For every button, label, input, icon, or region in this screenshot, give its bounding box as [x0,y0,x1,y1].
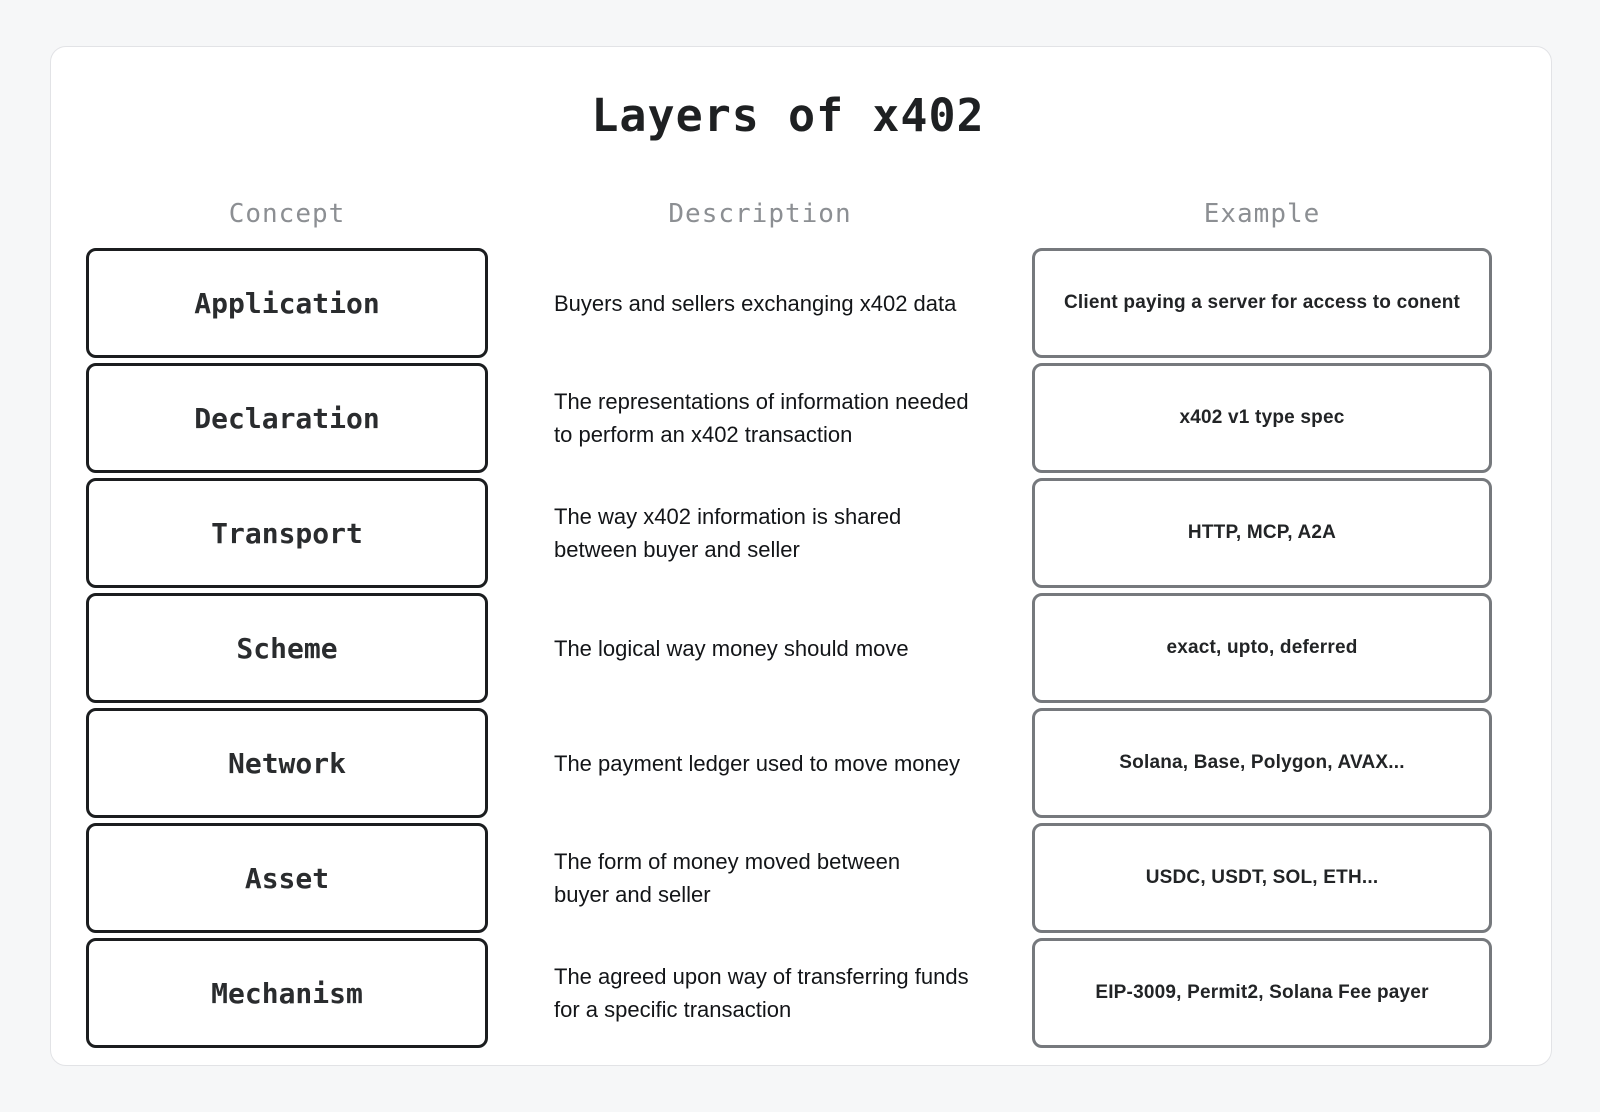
description-cell: The agreed upon way of transferring fund… [488,938,1032,1048]
description-text: Buyers and sellers exchanging x402 data [554,290,957,316]
description-cell: The form of money moved between buyer an… [488,823,1032,933]
description-cell: The way x402 information is shared betwe… [488,478,1032,588]
description-text: The way x402 information is shared betwe… [554,504,902,562]
concept-box-transport: Transport [86,478,488,588]
concept-label: Network [227,746,346,780]
diagram-card: Layers of x402 Concept Description Examp… [50,46,1552,1066]
description-cell: The representations of information neede… [488,363,1032,473]
description-text: The representations of information neede… [554,389,969,447]
example-label: EIP-3009, Permit2, Solana Fee payer [1095,982,1429,1003]
description-text: The form of money moved between buyer an… [554,849,901,907]
example-box-network: Solana, Base, Polygon, AVAX... [1032,708,1492,818]
example-label: x402 v1 type spec [1179,407,1345,428]
description-text: The payment ledger used to move money [554,750,961,776]
concept-box-scheme: Scheme [86,593,488,703]
concept-label: Scheme [236,631,338,665]
concept-label: Declaration [194,401,380,435]
example-box-scheme: exact, upto, deferred [1032,593,1492,703]
concept-box-network: Network [86,708,488,818]
layers-grid: Concept Description Example Application … [86,143,1492,1048]
description-cell: The logical way money should move [488,593,1032,703]
column-header-description: Description [668,199,852,229]
example-label: HTTP, MCP, A2A [1187,522,1337,543]
example-box-declaration: x402 v1 type spec [1032,363,1492,473]
example-label: Solana, Base, Polygon, AVAX... [1119,752,1405,773]
description-text: The agreed upon way of transferring fund… [554,964,969,1022]
example-label: USDC, USDT, SOL, ETH... [1145,867,1379,888]
example-box-mechanism: EIP-3009, Permit2, Solana Fee payer [1032,938,1492,1048]
example-label: Client paying a server for access to con… [1063,292,1461,313]
column-header-concept: Concept [228,199,346,229]
example-label: exact, upto, deferred [1166,637,1358,658]
example-box-application: Client paying a server for access to con… [1032,248,1492,358]
example-box-asset: USDC, USDT, SOL, ETH... [1032,823,1492,933]
concept-box-application: Application [86,248,488,358]
concept-label: Application [194,286,380,320]
concept-label: Transport [211,516,363,550]
description-cell: Buyers and sellers exchanging x402 data [488,248,1032,358]
description-cell: The payment ledger used to move money [488,708,1032,818]
concept-label: Mechanism [211,976,363,1010]
page-title: Layers of x402 [591,89,985,142]
example-box-transport: HTTP, MCP, A2A [1032,478,1492,588]
concept-box-declaration: Declaration [86,363,488,473]
column-header-example: Example [1203,199,1321,229]
concept-box-mechanism: Mechanism [86,938,488,1048]
description-text: The logical way money should move [554,635,909,661]
concept-box-asset: Asset [86,823,488,933]
concept-label: Asset [244,861,330,895]
